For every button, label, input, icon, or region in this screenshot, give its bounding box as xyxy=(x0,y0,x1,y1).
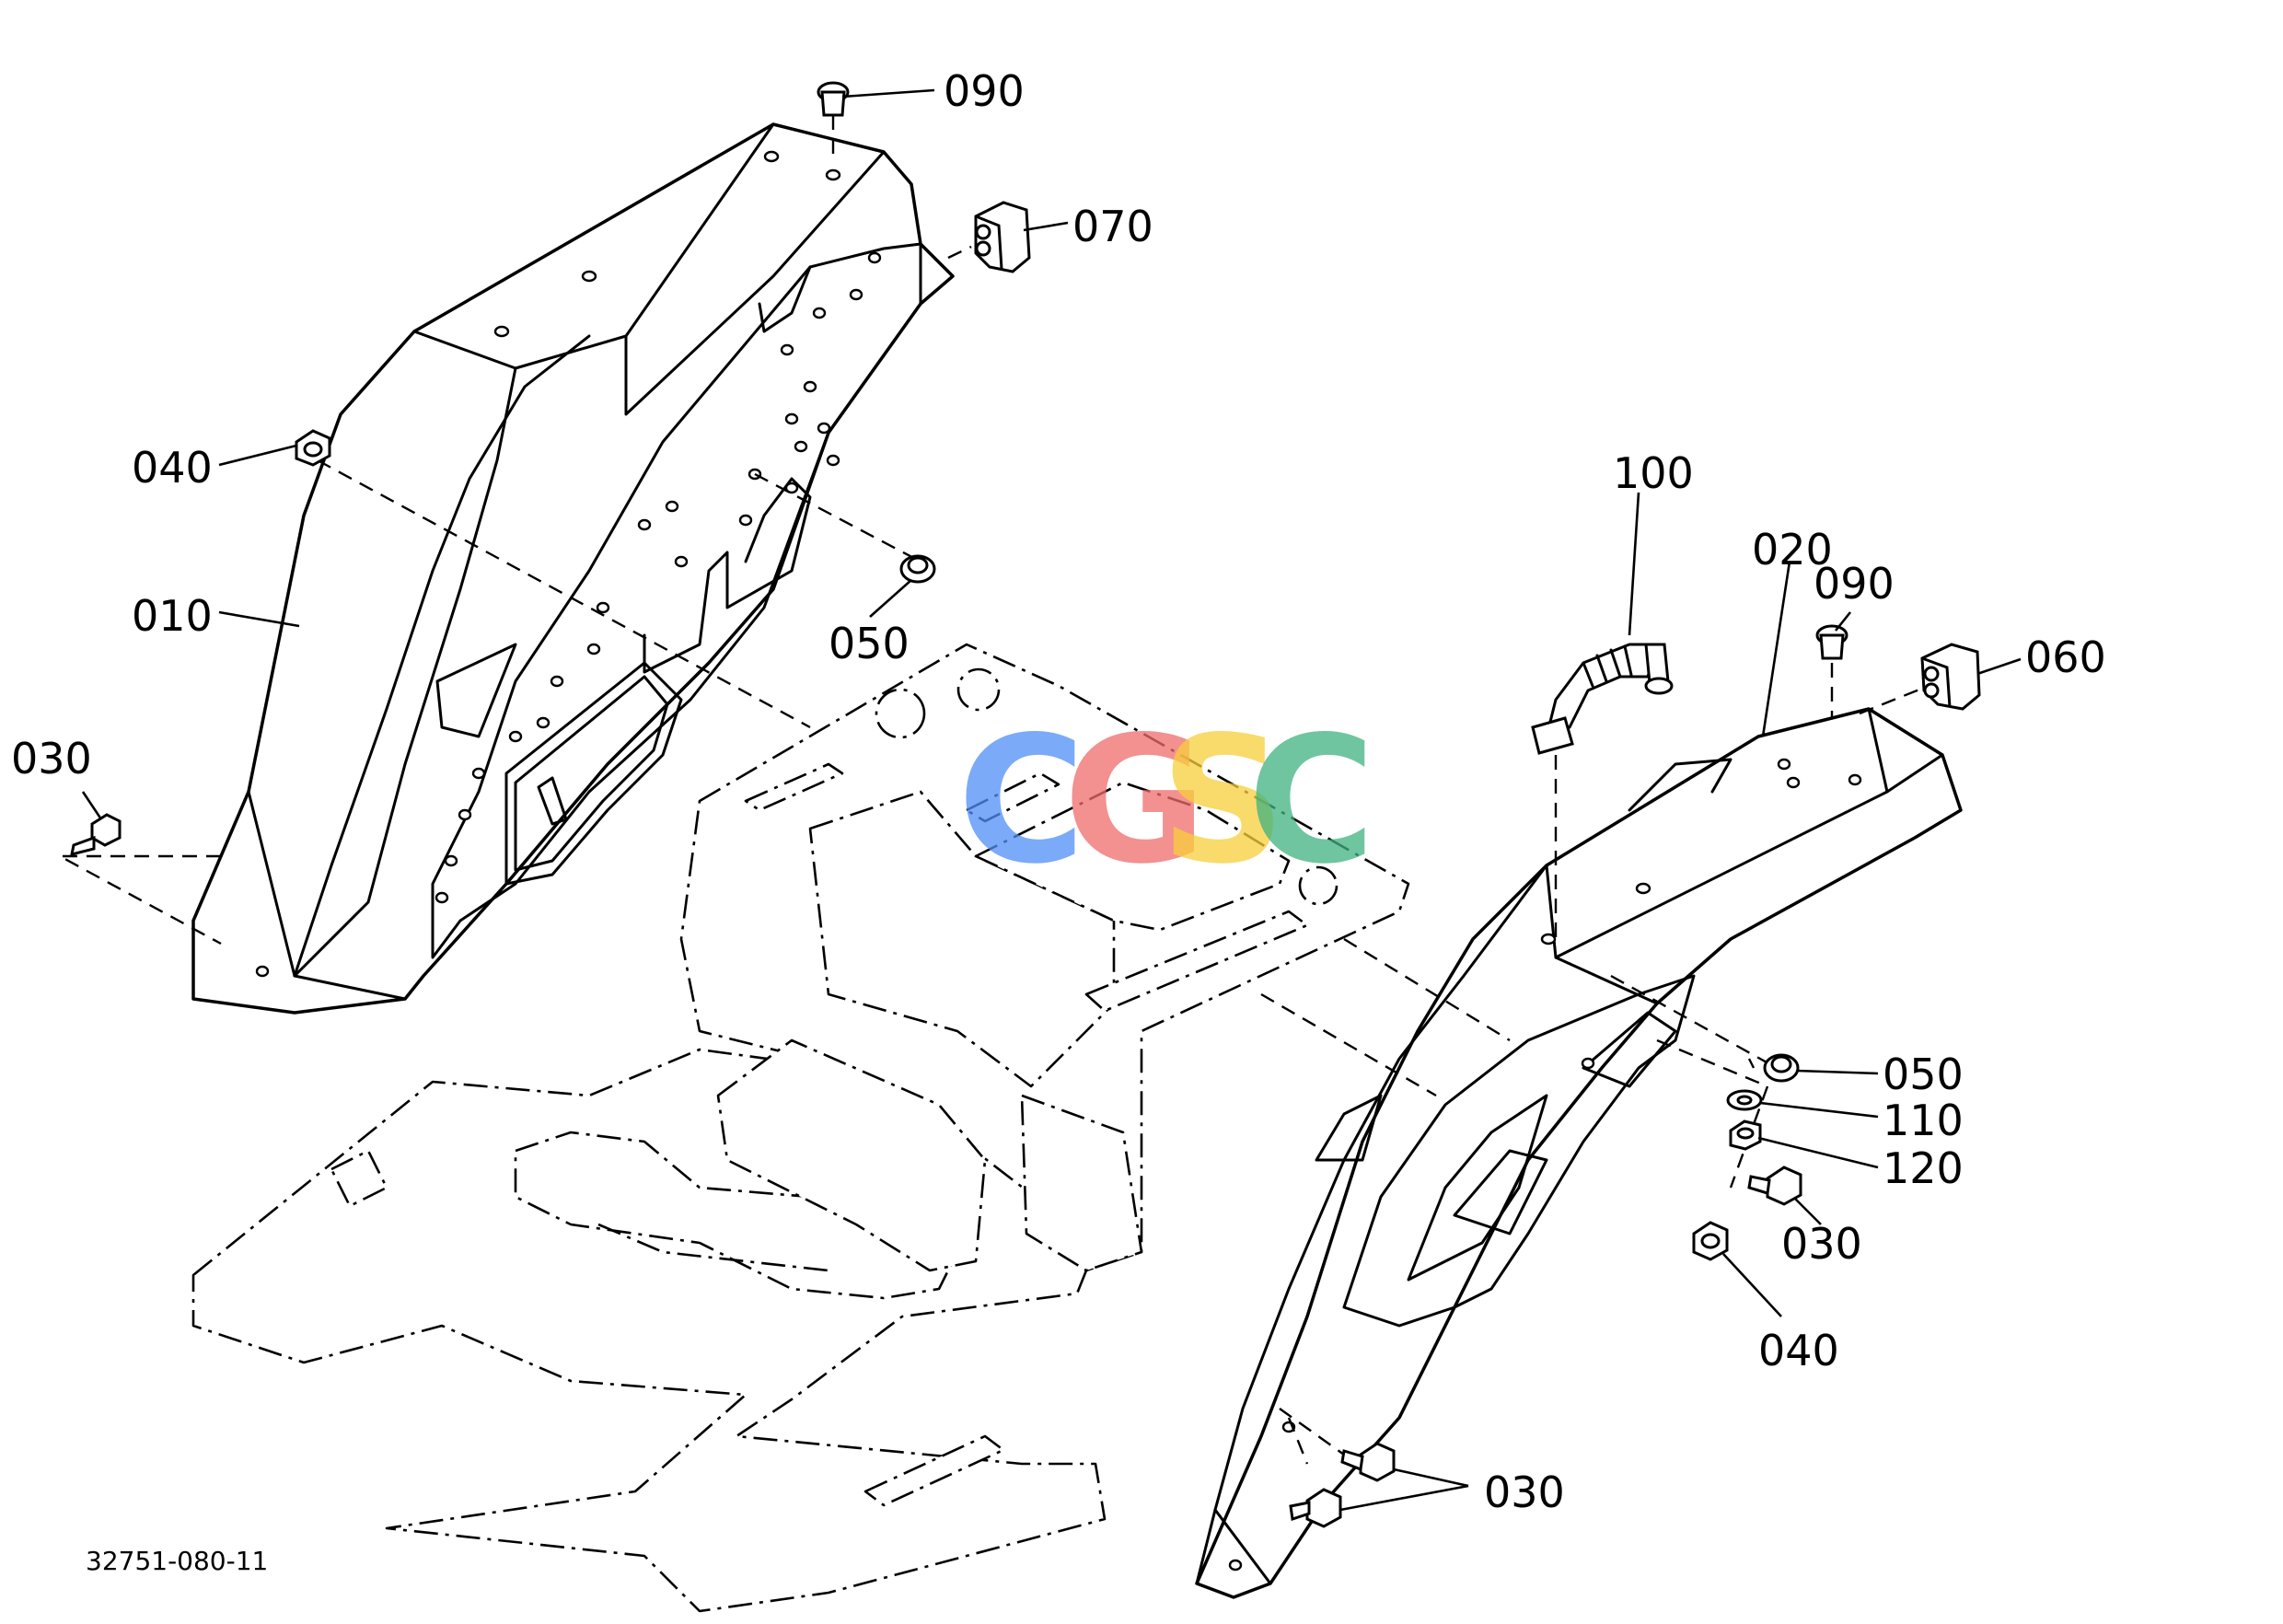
leader-lines xyxy=(81,88,2022,1512)
watermark-letter-3: S xyxy=(1160,699,1286,902)
callout-labels: 090 070 040 010 050 030 100 020 090 060 … xyxy=(11,66,2106,1517)
watermark-letter-1: C xyxy=(957,699,1085,902)
plug-090-top xyxy=(817,81,850,117)
bolt-030-right xyxy=(1747,1166,1802,1206)
floor-slot xyxy=(863,1434,1005,1507)
callout-020: 020 xyxy=(1752,525,1833,574)
callout-010: 010 xyxy=(132,591,213,641)
callout-030-bottom: 030 xyxy=(1484,1467,1565,1517)
right-fender-holes xyxy=(1228,758,1862,1572)
callout-090-top: 090 xyxy=(944,66,1025,116)
grommet-050-right xyxy=(1763,1053,1800,1083)
callout-100: 100 xyxy=(1613,448,1694,498)
callout-090-right: 090 xyxy=(1814,559,1895,609)
deck-slot-b xyxy=(1084,910,1309,1013)
grommet-050-left xyxy=(899,554,936,584)
callout-050-right: 050 xyxy=(1883,1050,1964,1099)
bolt-030-left xyxy=(70,813,122,857)
side-step xyxy=(1020,1094,1143,1272)
nut-120 xyxy=(1729,1119,1762,1151)
left-fender-holes xyxy=(255,150,882,978)
deck-slot-a xyxy=(965,771,1060,823)
right-fender xyxy=(1195,707,1963,1599)
callout-070: 070 xyxy=(1072,202,1153,251)
bolt-030-bottom-2 xyxy=(1289,1488,1342,1528)
watermark-letter-4: C xyxy=(1247,699,1375,902)
washer-110 xyxy=(1726,1089,1763,1111)
nut-040-left xyxy=(295,429,331,467)
deck-hole-1 xyxy=(875,688,926,739)
callout-050-left: 050 xyxy=(829,619,910,668)
plug-090-right xyxy=(1815,624,1848,660)
assembly-lines xyxy=(59,115,1930,1465)
callout-030-right: 030 xyxy=(1781,1219,1862,1269)
floor-recess xyxy=(514,1131,959,1300)
pipe-100 xyxy=(1531,643,1674,755)
nut-040-right xyxy=(1692,1221,1729,1261)
hardware xyxy=(70,81,1981,1528)
callout-110: 110 xyxy=(1883,1096,1964,1145)
drawing-number: 32751-080-11 xyxy=(86,1546,268,1576)
chassis-phantom xyxy=(191,643,1410,1613)
callout-040-right: 040 xyxy=(1758,1326,1839,1375)
deck-slot-c xyxy=(744,762,844,812)
callout-060: 060 xyxy=(2025,632,2106,682)
watermark: C G S C xyxy=(957,699,1375,902)
left-fender-inner-plate xyxy=(431,242,922,959)
bracket-070 xyxy=(974,201,1031,273)
deck-hole-3 xyxy=(1298,865,1339,906)
callout-030-left: 030 xyxy=(11,734,92,783)
callout-040-left: 040 xyxy=(132,443,213,493)
watermark-letter-2: G xyxy=(1063,699,1207,902)
left-fender xyxy=(191,122,955,1015)
callout-120: 120 xyxy=(1883,1143,1964,1193)
bolt-030-bottom-1 xyxy=(1340,1442,1396,1482)
bracket-060 xyxy=(1920,643,1981,711)
front-lip xyxy=(716,1038,987,1272)
deck-hole-2 xyxy=(956,667,1001,712)
